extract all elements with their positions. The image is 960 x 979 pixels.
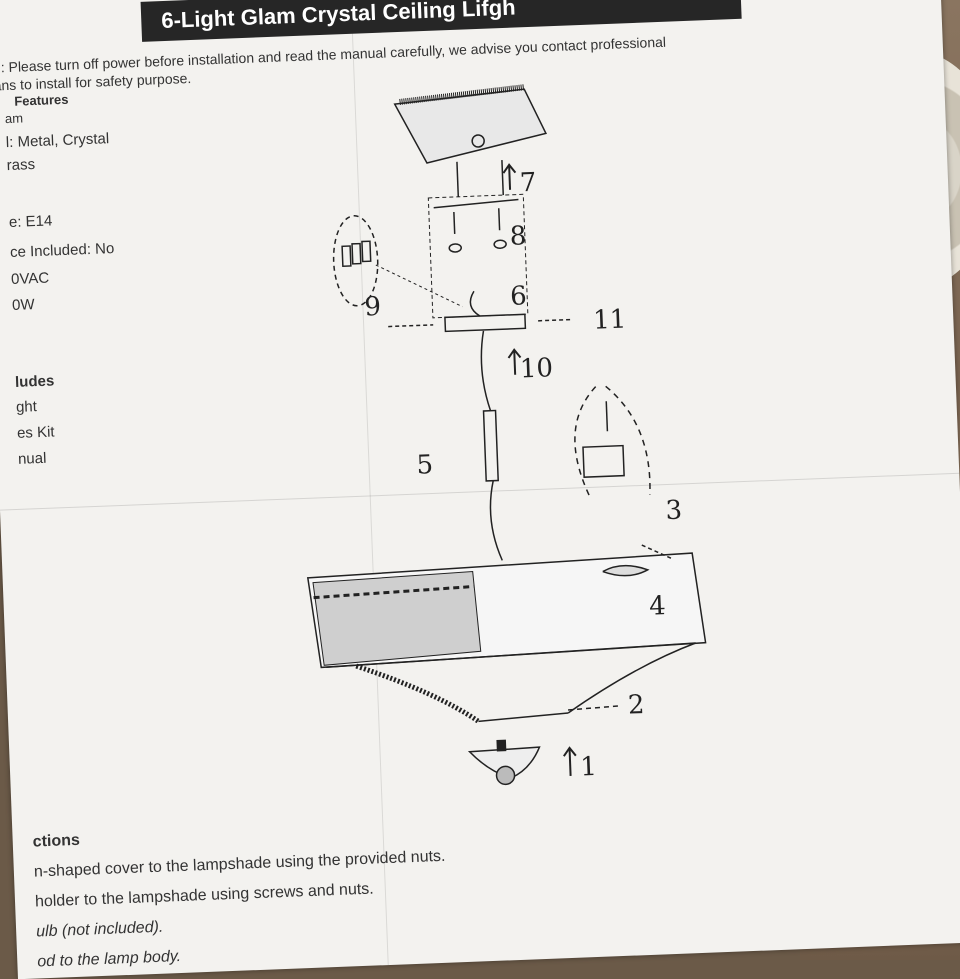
step-number: 9 bbox=[364, 292, 382, 323]
canopy-bar bbox=[388, 290, 574, 333]
bottom-cover bbox=[467, 739, 541, 786]
step-number: 8 bbox=[509, 221, 527, 252]
leader-line bbox=[641, 544, 673, 560]
direction-arrows bbox=[502, 163, 577, 776]
step-number: 6 bbox=[510, 281, 528, 312]
mounting-bracket bbox=[433, 198, 519, 253]
step-number: 3 bbox=[665, 495, 683, 526]
bulb-holder-detail bbox=[574, 385, 651, 498]
ceiling-plate bbox=[393, 84, 548, 164]
wire-connector-detail bbox=[332, 215, 463, 308]
step-number: 2 bbox=[627, 690, 645, 721]
suspension-rod bbox=[480, 330, 503, 561]
lampshade-body bbox=[306, 552, 707, 724]
mounting-screws bbox=[456, 134, 505, 197]
step-labels: 1 2 3 4 5 6 7 8 9 10 11 bbox=[364, 168, 683, 783]
step-number: 4 bbox=[649, 591, 667, 622]
step-number: 7 bbox=[519, 168, 537, 199]
step-number: 1 bbox=[580, 752, 598, 783]
step-number: 5 bbox=[416, 450, 434, 481]
step-number: 11 bbox=[593, 304, 627, 335]
step-number: 10 bbox=[519, 353, 553, 384]
